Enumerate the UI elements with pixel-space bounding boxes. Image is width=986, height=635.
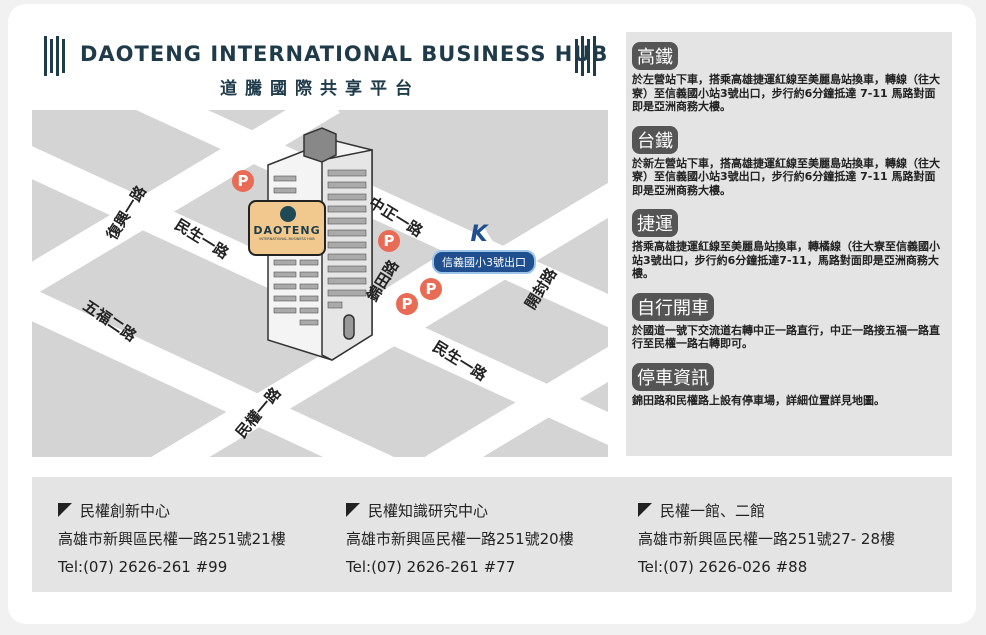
road-fuxing (32, 110, 340, 297)
location-name: 民權創新中心 (80, 502, 171, 520)
transport-panel: 高鐵於左營站下車，搭乘高雄捷運紅線至美麗島站換車，轉線（往大寮）至信義國小站3號… (626, 32, 952, 456)
location-3: 民權一館、二館 高雄市新興區民權一路251號27- 28樓 Tel:(07) 2… (638, 497, 895, 581)
location-name: 民權知識研究中心 (368, 502, 489, 520)
section-title: 自行開車 (632, 292, 714, 321)
logo-bars-right-icon (575, 36, 596, 76)
locations-footer: 民權創新中心 高雄市新興區民權一路251號21樓 Tel:(07) 2626-2… (32, 477, 952, 592)
section-text: 於新左營站下車，搭高雄捷運紅線至美麗島站換車，轉線（往大寮）至信義國小站3號出口… (632, 156, 940, 197)
brand-subtitle: 道騰國際共享平台 (220, 79, 420, 99)
location-address: 高雄市新興區民權一路251號20樓 (346, 530, 574, 548)
callout-brand: DAOTENG (253, 224, 321, 237)
section-text: 錦田路和民權路上設有停車場，詳細位置詳見地圖。 (632, 393, 885, 407)
section-title: 高鐵 (632, 42, 678, 70)
building-callout: DAOTENG INTERNATIONAL BUSINESS HUB (248, 200, 326, 256)
metro-logo-icon: K (470, 222, 488, 247)
road-wufu (32, 288, 394, 457)
road-minquan (151, 182, 608, 457)
section-title: 停車資訊 (632, 362, 714, 391)
location-tel: Tel:(07) 2626-261 #99 (58, 558, 228, 576)
header: DAOTENG INTERNATIONAL BUSINESS HUB 道騰國際共… (40, 34, 609, 104)
transport-mrt: 捷運搭乘高雄捷運紅線至美麗島站換車，轉橘線（往大寮至信義國小站3號出口，步行約6… (632, 209, 946, 281)
section-title: 捷運 (632, 209, 678, 237)
location-2: 民權知識研究中心 高雄市新興區民權一路251號20樓 Tel:(07) 2626… (346, 497, 574, 581)
section-title: 台鐵 (632, 125, 678, 154)
parking-icon: P (396, 293, 418, 315)
metro-exit-badge: 信義國小3號出口 (432, 250, 536, 274)
daoteng-logo-icon (280, 206, 296, 222)
transport-hsr: 高鐵於左營站下車，搭乘高雄捷運紅線至美麗島站換車，轉線（往大寮）至信義國小站3號… (632, 42, 946, 114)
brand-title: DAOTENG INTERNATIONAL BUSINESS HUB (80, 42, 609, 66)
section-text: 於左營站下車，搭乘高雄捷運紅線至美麗島站換車，轉線（往大寮）至信義國小站3號出口… (632, 73, 940, 113)
map-roads (32, 110, 608, 457)
location-address: 高雄市新興區民權一路251號21樓 (58, 530, 286, 548)
location-tel: Tel:(07) 2626-261 #77 (346, 558, 516, 576)
parking-icon: P (420, 278, 442, 300)
location-tel: Tel:(07) 2626-026 #88 (638, 558, 808, 576)
transport-parking: 停車資訊錦田路和民權路上設有停車場，詳細位置詳見地圖。 (632, 362, 946, 408)
section-text: 搭乘高雄捷運紅線至美麗島站換車，轉橘線（往大寮至信義國小站3號出口，步行約6分鐘… (632, 240, 940, 280)
triangle-bullet-icon (346, 503, 360, 517)
location-address: 高雄市新興區民權一路251號27- 28樓 (638, 530, 895, 548)
transport-driving: 自行開車於國道一號下交流道右轉中正一路直行，中正一路接五福一路直行至民權一路右轉… (632, 292, 946, 351)
triangle-bullet-icon (58, 503, 72, 517)
location-map: 復興一路 民生一路 中正一路 錦田路 開封路 五福二路 民生一路 民權一路 P … (32, 110, 608, 457)
road-kaifeng (424, 346, 608, 457)
parking-icon: P (232, 170, 254, 192)
section-text: 於國道一號下交流道右轉中正一路直行，中正一路接五福一路直行至民權一路右轉即可。 (632, 323, 940, 351)
triangle-bullet-icon (638, 503, 652, 517)
parking-icon: P (378, 230, 400, 252)
location-1: 民權創新中心 高雄市新興區民權一路251號21樓 Tel:(07) 2626-2… (58, 497, 286, 581)
logo-bars-left-icon (44, 36, 65, 76)
callout-tagline: INTERNATIONAL BUSINESS HUB (259, 237, 315, 241)
location-name: 民權一館、二館 (660, 502, 766, 520)
transport-tra: 台鐵於新左營站下車，搭高雄捷運紅線至美麗島站換車，轉線（往大寮）至信義國小站3號… (632, 125, 946, 198)
